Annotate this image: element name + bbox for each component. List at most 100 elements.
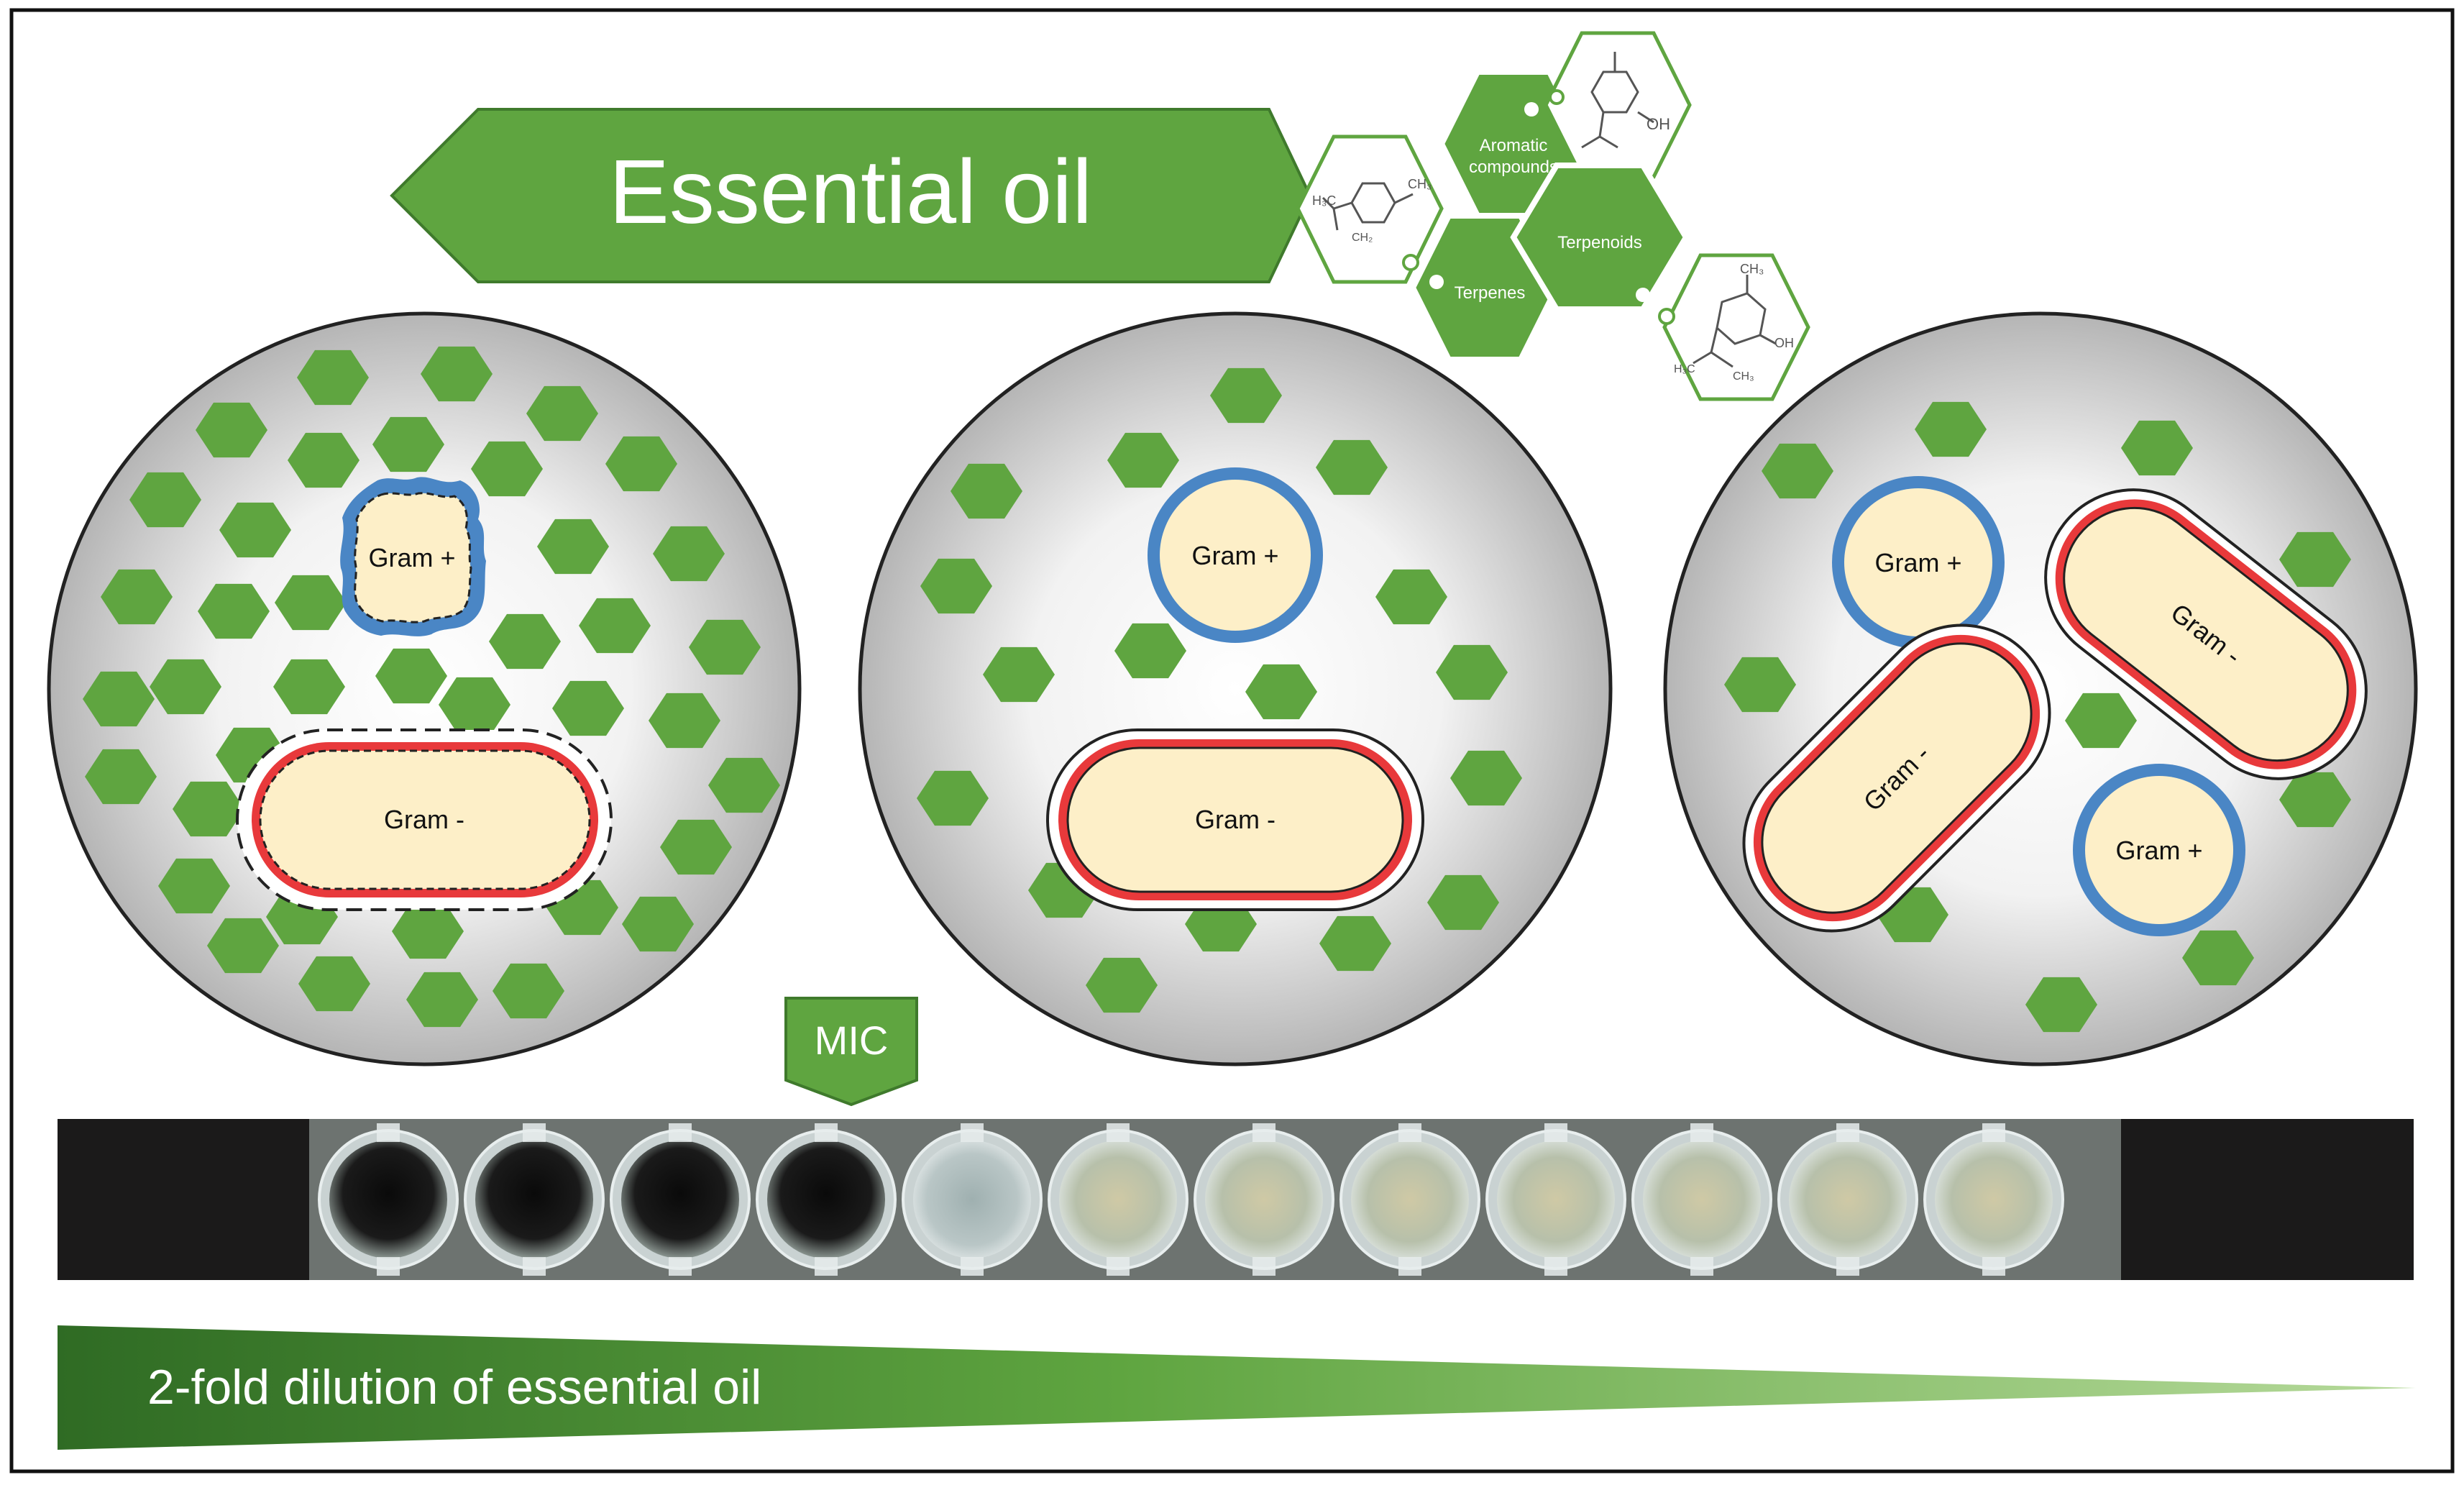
oil-droplet-hexagon — [196, 402, 267, 458]
thymol-molecule-icon — [1581, 52, 1654, 149]
oil-droplet-hexagon — [537, 518, 609, 575]
oil-droplet-hexagon — [605, 436, 677, 492]
oil-droplet-hexagon — [392, 903, 464, 959]
oil-droplet-hexagon — [1210, 367, 1282, 424]
mic-marker: MIC — [784, 997, 918, 1107]
oil-droplets-medium — [917, 367, 1522, 1013]
oil-droplet-hexagon — [2121, 420, 2193, 476]
oil-droplet-hexagon — [2279, 531, 2351, 588]
oil-droplet-hexagon — [1316, 439, 1388, 495]
sphere-mic-concentration: Gram + Gram - — [858, 311, 1613, 1066]
oil-droplet-hexagon — [951, 463, 1022, 519]
oh-label: OH — [1774, 336, 1794, 350]
ch3-label: CH₃ — [1408, 177, 1432, 191]
oil-droplet-hexagon — [1107, 432, 1179, 488]
oil-droplet-hexagon — [439, 677, 510, 733]
menthol-molecule-icon — [1693, 275, 1777, 368]
gram-negative-intact: Gram - — [1742, 623, 2051, 933]
limonene-molecule-icon — [1322, 182, 1414, 231]
hex-limonene-structure: H₃C CH₃ CH₂ — [1296, 134, 1444, 284]
oil-droplet-hexagon — [653, 526, 725, 582]
honeycomb-dot — [1524, 102, 1539, 116]
oil-droplet-hexagon — [83, 671, 155, 727]
oil-droplet-hexagon — [273, 659, 345, 715]
oil-droplet-hexagon — [150, 659, 221, 715]
oil-droplet-hexagon — [421, 346, 493, 402]
microplate-strip — [58, 1119, 2414, 1280]
oil-droplet-hexagon — [158, 858, 230, 914]
ch3-label: CH₃ — [1740, 262, 1764, 276]
plate-well — [1631, 1123, 1772, 1276]
oil-droplet-hexagon — [372, 416, 444, 472]
oil-droplet-hexagon — [660, 819, 732, 875]
plate-well — [1777, 1123, 1918, 1276]
oil-droplet-hexagon — [1450, 750, 1522, 806]
compound-honeycomb: H₃C CH₃ CH₂ Aromatic compounds OH — [1296, 31, 1810, 401]
oil-droplet-hexagon — [1375, 569, 1447, 625]
oil-droplet-hexagon — [207, 918, 279, 974]
sphere-high-concentration: Gram + Gram - — [47, 311, 802, 1066]
plate-well — [464, 1123, 605, 1276]
terpenoids-label: Terpenoids — [1557, 233, 1641, 252]
plate-well — [1339, 1123, 1480, 1276]
oil-droplet-hexagon — [101, 569, 173, 625]
honeycomb-dot — [1549, 89, 1565, 105]
oil-droplet-hexagon — [493, 963, 564, 1019]
oil-droplet-hexagon — [2182, 930, 2254, 986]
gram-positive-label: Gram + — [2115, 836, 2202, 865]
hex-terpenoids: Terpenoids — [1510, 163, 1690, 312]
oil-droplets-sparse — [1724, 401, 2351, 1033]
aromatic-label-1: Aromatic — [1480, 136, 1548, 155]
ch3-label: CH₃ — [1733, 370, 1754, 383]
oil-droplet-hexagon — [1319, 915, 1391, 972]
oil-droplet-hexagon — [622, 896, 694, 952]
plate-well — [1923, 1123, 2064, 1276]
oil-droplet-hexagon — [983, 646, 1055, 703]
oil-droplet-hexagon — [579, 598, 651, 654]
oil-droplet-hexagon — [2025, 977, 2097, 1033]
oil-droplet-hexagon — [1427, 874, 1499, 931]
honeycomb-dot — [1429, 275, 1444, 289]
oil-droplet-hexagon — [489, 613, 561, 670]
title-banner: Essential oil — [390, 108, 1312, 283]
gram-negative-label: Gram - — [1195, 805, 1275, 834]
gram-negative-label: Gram - — [384, 805, 464, 834]
oil-droplet-hexagon — [1245, 664, 1317, 720]
oil-droplet-hexagon — [689, 619, 761, 675]
honeycomb-dot — [1636, 288, 1650, 302]
oil-droplet-hexagon — [920, 558, 992, 614]
oil-droplet-hexagon — [471, 441, 543, 497]
plate-well — [610, 1123, 751, 1276]
oil-droplet-hexagon — [219, 502, 291, 558]
oil-droplet-hexagon — [552, 680, 624, 736]
oil-droplet-hexagon — [129, 472, 201, 528]
terpenes-label: Terpenes — [1455, 283, 1526, 303]
oil-droplet-hexagon — [173, 781, 244, 837]
oil-droplets-dense — [83, 346, 780, 1028]
dilution-wedge: 2-fold dilution of essential oil — [58, 1325, 2416, 1450]
mic-label: MIC — [815, 1018, 889, 1063]
oil-droplet-hexagon — [2279, 772, 2351, 828]
oil-droplet-hexagon — [708, 757, 780, 813]
oil-droplet-hexagon — [275, 575, 347, 631]
dilution-label: 2-fold dilution of essential oil — [147, 1360, 761, 1415]
oil-droplet-hexagon — [297, 349, 369, 406]
gram-positive-damaged: Gram + — [340, 477, 486, 636]
aromatic-label-2: compounds — [1469, 157, 1558, 177]
honeycomb-dot — [1402, 254, 1419, 271]
gram-negative-damaged: Gram - — [236, 728, 613, 911]
plate-well — [902, 1123, 1043, 1276]
oil-droplet-hexagon — [1086, 957, 1158, 1013]
microplate-wells — [318, 1123, 2064, 1276]
title-banner-shape — [390, 108, 1312, 283]
plate-well — [1194, 1123, 1334, 1276]
figure-frame — [9, 8, 2455, 1473]
oil-droplet-hexagon — [1762, 443, 1833, 499]
gram-positive-intact: Gram + — [1148, 467, 1323, 643]
oil-droplet-hexagon — [298, 956, 370, 1012]
gram-positive-label: Gram + — [368, 543, 455, 572]
sphere-low-concentration: Gram + Gram + Gram - Gram - — [1663, 311, 2418, 1066]
oil-droplet-hexagon — [406, 972, 478, 1028]
